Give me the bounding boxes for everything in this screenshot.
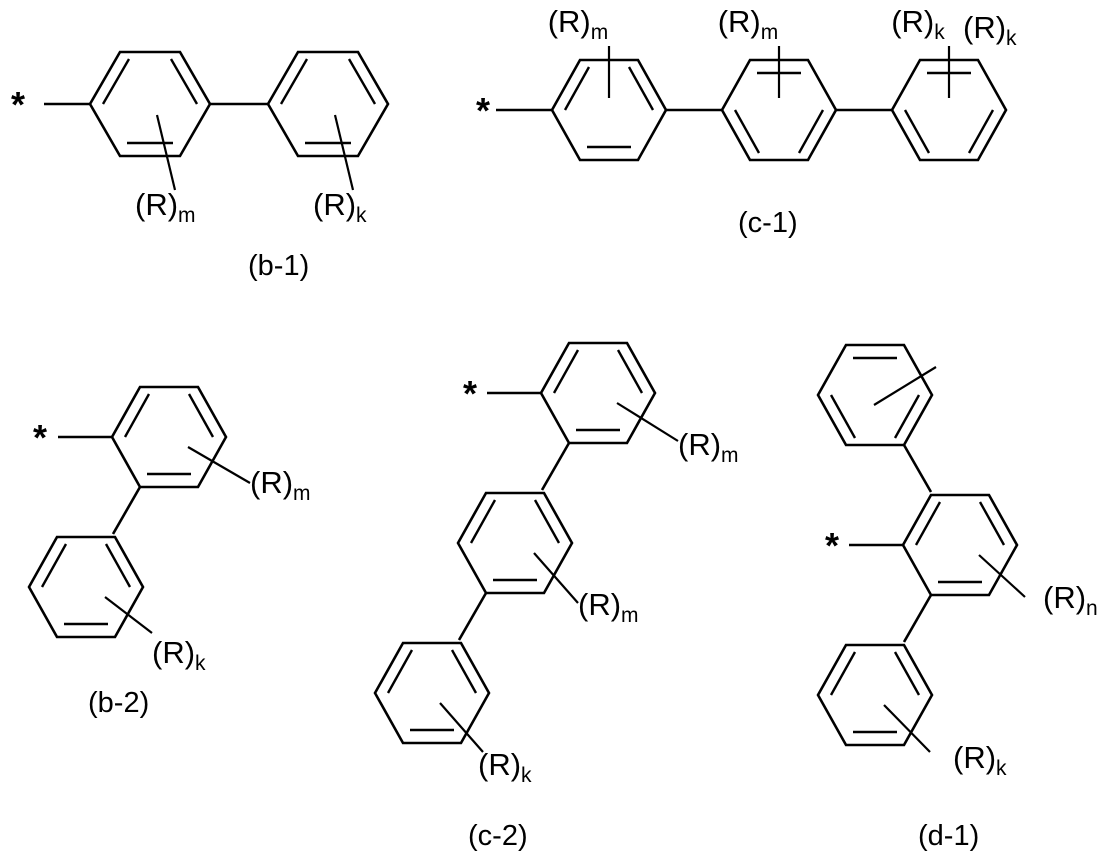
ring-c2-1 <box>539 341 657 445</box>
interring-bond-d1-a <box>902 444 933 493</box>
ring-c1-1-double-upper-left <box>563 66 591 111</box>
ring-c1-3-double-lower-left <box>903 109 931 154</box>
ring-b2-1-double-upper-right <box>187 393 215 438</box>
structure-c-1: * (R)m (R)m (R)k (c-1) <box>476 4 1008 239</box>
substituent-line-b1-1 <box>155 114 177 191</box>
ring-b2-1-double-upper-left <box>123 393 151 438</box>
ring-c2-2-double-upper-right <box>533 499 561 544</box>
ring-c2-1-double-upper-left <box>552 349 580 394</box>
substituent-line-c2-2 <box>533 552 579 604</box>
substituent-label-c1-1: (R)m <box>548 4 609 44</box>
interring-bond-c2-a <box>540 442 571 491</box>
ring-d1-1-double-lower-right <box>893 394 921 439</box>
substituent-label-c1-2: (R)m <box>718 4 779 44</box>
substituent-label-b1-k: (R)k <box>313 187 367 227</box>
substituent-label-b2-m: (R)m <box>250 465 311 505</box>
attachment-asterisk-c2: * <box>463 373 477 414</box>
ring-b2-2 <box>27 535 145 639</box>
ring-d1-3 <box>816 643 934 747</box>
ring-b2-2-double-upper-right <box>104 543 132 588</box>
substituent-line-c2-3 <box>439 702 484 753</box>
interring-bond-d1-b <box>902 594 933 643</box>
structure-c-2: * (R)m (R)m (R)k (c-2) <box>373 341 739 852</box>
ring-d1-1 <box>816 343 934 447</box>
attachment-asterisk-b2: * <box>33 417 47 458</box>
structure-label-c1: (c-1) <box>738 207 798 239</box>
ring-b1-1-double-upper-left <box>101 58 131 105</box>
structure-b-2: * (R)m (R)k (b-2) <box>27 385 311 719</box>
ring-b2-2-double-upper-left <box>40 543 68 588</box>
ring-c1-2-double-lower-right <box>797 109 825 154</box>
substituent-line-c2-1 <box>616 402 679 442</box>
ring-c1-3-double-lower-right <box>967 109 995 154</box>
substituent-line-b2-1 <box>187 446 251 484</box>
substituent-label-c2-2: (R)m <box>578 587 639 627</box>
ring-d1-1-double-lower-left <box>829 394 857 439</box>
ring-c1-3 <box>890 58 1008 162</box>
substituent-label-d1-1: (R)k <box>963 10 1017 50</box>
substituent-line-b2-2 <box>104 596 153 634</box>
substituent-label-b1-m: (R)m <box>135 187 196 227</box>
structure-d-1: * (R)k (R)n (R)k (d-1) <box>816 10 1098 852</box>
ring-d1-2-double-upper-right <box>978 501 1006 546</box>
ring-c2-2-double-upper-left <box>469 499 497 544</box>
attachment-asterisk-d1: * <box>825 525 839 566</box>
ring-c2-3-double-upper-left <box>386 649 414 694</box>
substituent-line-d1-3 <box>883 704 931 753</box>
ring-b2-1 <box>110 385 228 489</box>
attachment-asterisk-b1: * <box>11 84 25 125</box>
substituent-label-d1-2: (R)n <box>1043 580 1098 620</box>
ring-b1-1 <box>88 50 212 158</box>
ring-d1-2-double-upper-left <box>914 501 942 546</box>
ring-b1-2-double-upper-left <box>279 58 309 105</box>
ring-c2-3-double-upper-right <box>450 649 478 694</box>
ring-b1-2 <box>266 50 390 158</box>
substituent-label-d1-3: (R)k <box>953 740 1007 780</box>
interring-bond-b2 <box>111 486 142 535</box>
ring-c1-2-double-lower-left <box>733 109 761 154</box>
substituent-line-b1-2 <box>333 114 355 191</box>
structure-label-c2: (c-2) <box>468 820 528 852</box>
ring-c1-1-double-upper-right <box>627 66 655 111</box>
substituent-label-c2-3: (R)k <box>478 747 532 787</box>
substituent-label-c2-1: (R)m <box>678 427 739 467</box>
ring-c2-1-double-upper-right <box>616 349 644 394</box>
ring-b1-2-double-upper-right <box>347 58 377 105</box>
ring-c2-3 <box>373 641 491 745</box>
ring-d1-2 <box>901 493 1019 597</box>
substituent-label-b2-k: (R)k <box>152 635 206 675</box>
structure-label-b2: (b-2) <box>88 687 149 719</box>
ring-d1-3-double-upper-left <box>829 651 857 696</box>
ring-b1-1-double-upper-right <box>169 58 199 105</box>
substituent-line-d1-2 <box>978 554 1026 598</box>
structure-b-1: * (R)m (R)k (b-1) <box>11 50 390 282</box>
substituent-label-c1-3: (R)k <box>891 4 945 44</box>
interring-bond-c2-b <box>457 592 488 641</box>
structure-label-b1: (b-1) <box>248 250 309 282</box>
ring-d1-3-double-upper-right <box>893 651 921 696</box>
structure-label-d1: (d-1) <box>918 820 979 852</box>
substituent-line-d1-1 <box>873 366 937 406</box>
attachment-asterisk-c1: * <box>476 90 490 131</box>
